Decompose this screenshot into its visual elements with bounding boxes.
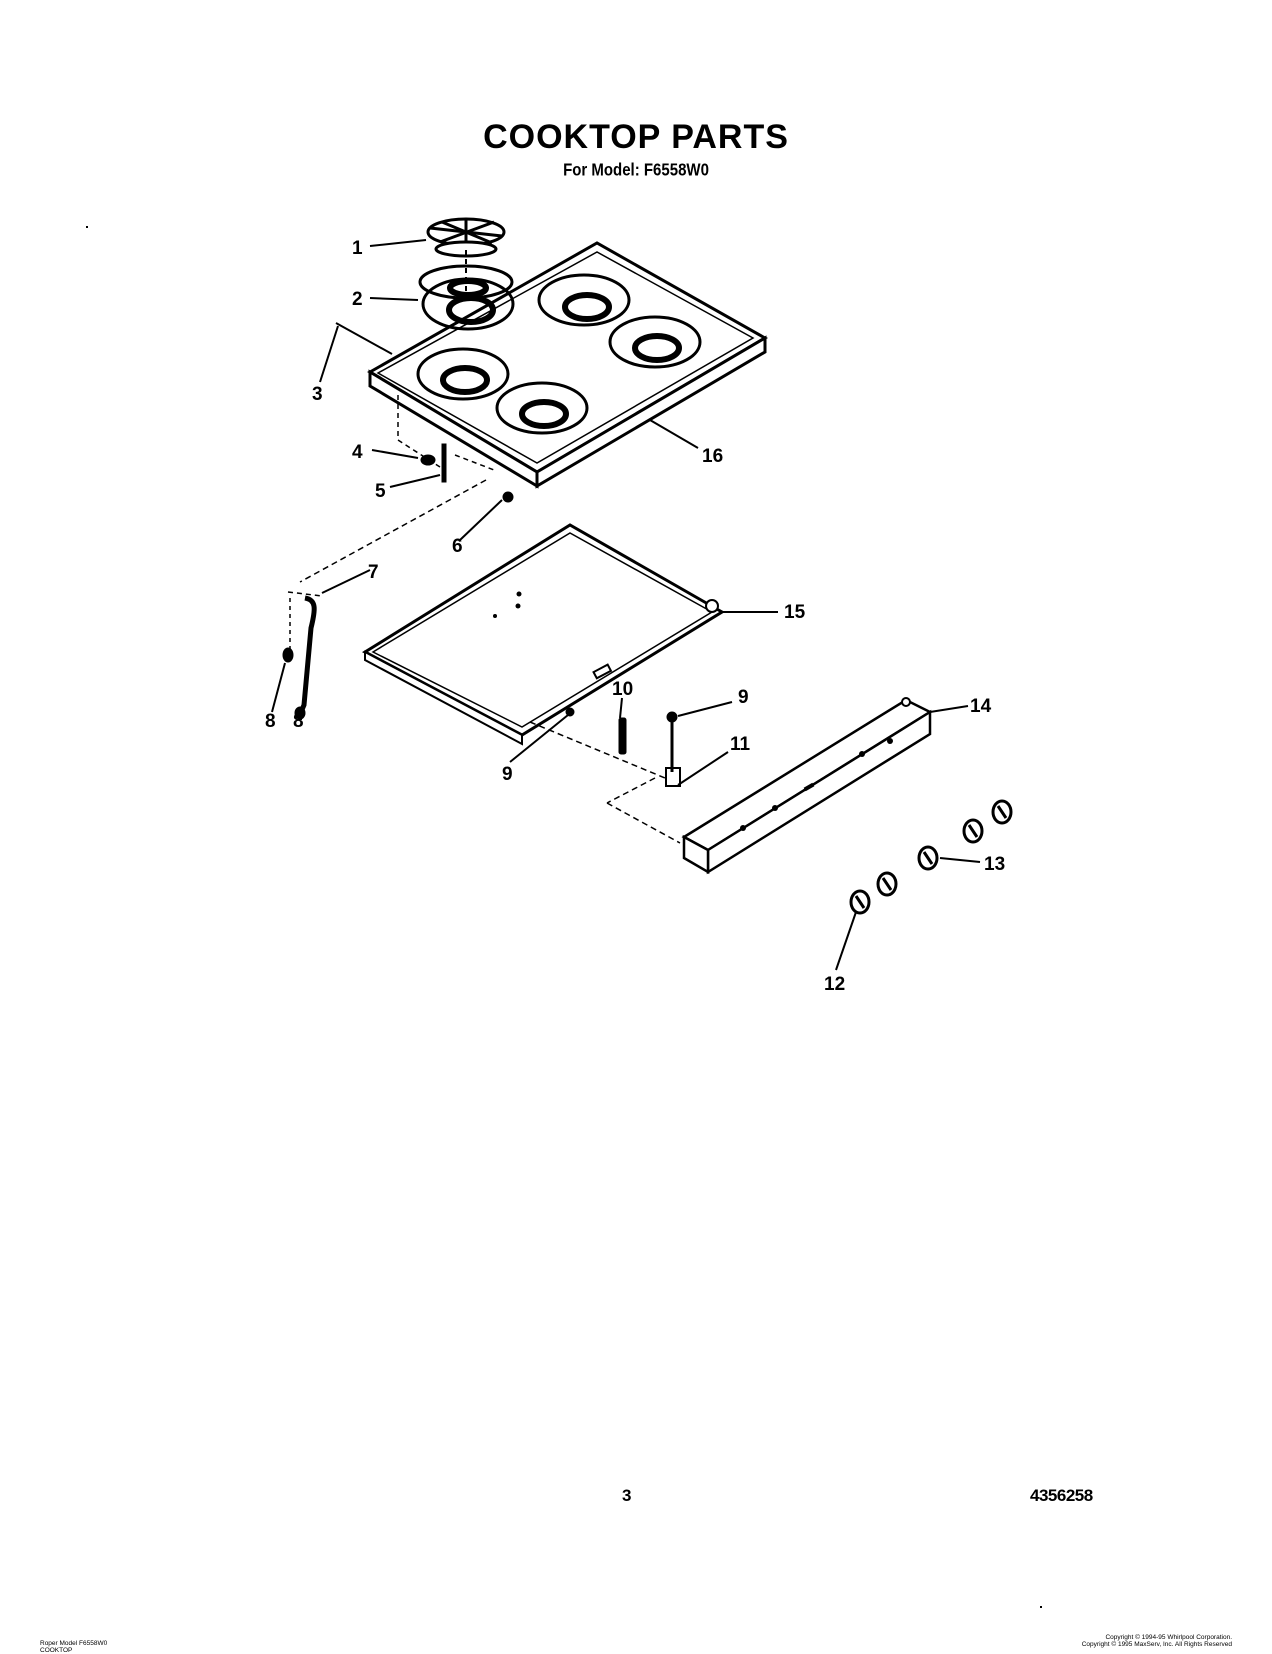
control-panel bbox=[681, 697, 933, 875]
burner-box-panel bbox=[361, 523, 725, 746]
callout-1: 1 bbox=[352, 238, 363, 259]
callout-16: 16 bbox=[702, 446, 723, 467]
footer-model-line: Roper Model F6558W0 bbox=[40, 1640, 108, 1647]
callout-7: 7 bbox=[368, 562, 379, 583]
knob-2 bbox=[876, 871, 898, 897]
burner-bowl-back-right bbox=[537, 273, 631, 327]
page-title: COOKTOP PARTS bbox=[483, 118, 789, 156]
bracket-hardware bbox=[529, 707, 681, 844]
leader-lines bbox=[271, 239, 981, 971]
callout-12: 12 bbox=[824, 974, 845, 995]
callout-11: 11 bbox=[730, 734, 751, 755]
cooktop-hardware bbox=[299, 395, 514, 583]
callout-3: 3 bbox=[312, 384, 323, 405]
knob-5 bbox=[991, 799, 1013, 825]
callout-4: 4 bbox=[352, 442, 363, 463]
copyright-line-2: Copyright © 1995 MaxServ, Inc. All Right… bbox=[1081, 1641, 1232, 1648]
callout-8: 8 bbox=[265, 711, 276, 732]
callout-15: 15 bbox=[784, 602, 806, 623]
footer-model-info: Roper Model F6558W0 COOKTOP bbox=[40, 1640, 107, 1654]
footer-section-line: COOKTOP bbox=[40, 1647, 73, 1654]
copyright-line-1: Copyright © 1994-95 Whirlpool Corporatio… bbox=[1105, 1634, 1232, 1641]
callout-6: 6 bbox=[452, 536, 463, 557]
burner-grate bbox=[426, 217, 506, 296]
cooktop-panel bbox=[367, 241, 769, 489]
side-trim bbox=[282, 591, 323, 720]
burner-bowl-right bbox=[608, 315, 702, 369]
callout-8-b: 8 bbox=[293, 711, 304, 732]
drip-bowl bbox=[418, 264, 514, 300]
callout-13: 13 bbox=[984, 854, 1005, 875]
knob-3 bbox=[917, 845, 939, 871]
scan-speck bbox=[1040, 1606, 1042, 1608]
scan-speck bbox=[86, 226, 88, 228]
callout-14: 14 bbox=[970, 696, 992, 717]
burner-bowl-front-right bbox=[495, 381, 589, 435]
document-number: 4356258 bbox=[1030, 1486, 1093, 1505]
callout-5: 5 bbox=[375, 481, 386, 502]
callout-2: 2 bbox=[352, 289, 363, 310]
burner-bowl-front-left bbox=[416, 347, 510, 401]
model-subtitle: For Model: F6558W0 bbox=[563, 160, 709, 181]
knob-4 bbox=[962, 818, 984, 844]
callout-9-b: 9 bbox=[502, 764, 513, 785]
control-knobs bbox=[849, 799, 1013, 915]
callout-10: 10 bbox=[612, 679, 633, 700]
knob-1 bbox=[849, 889, 871, 915]
footer-copyright: Copyright © 1994-95 Whirlpool Corporatio… bbox=[1082, 1634, 1232, 1648]
callout-9: 9 bbox=[738, 687, 749, 708]
page-number: 3 bbox=[622, 1486, 632, 1505]
